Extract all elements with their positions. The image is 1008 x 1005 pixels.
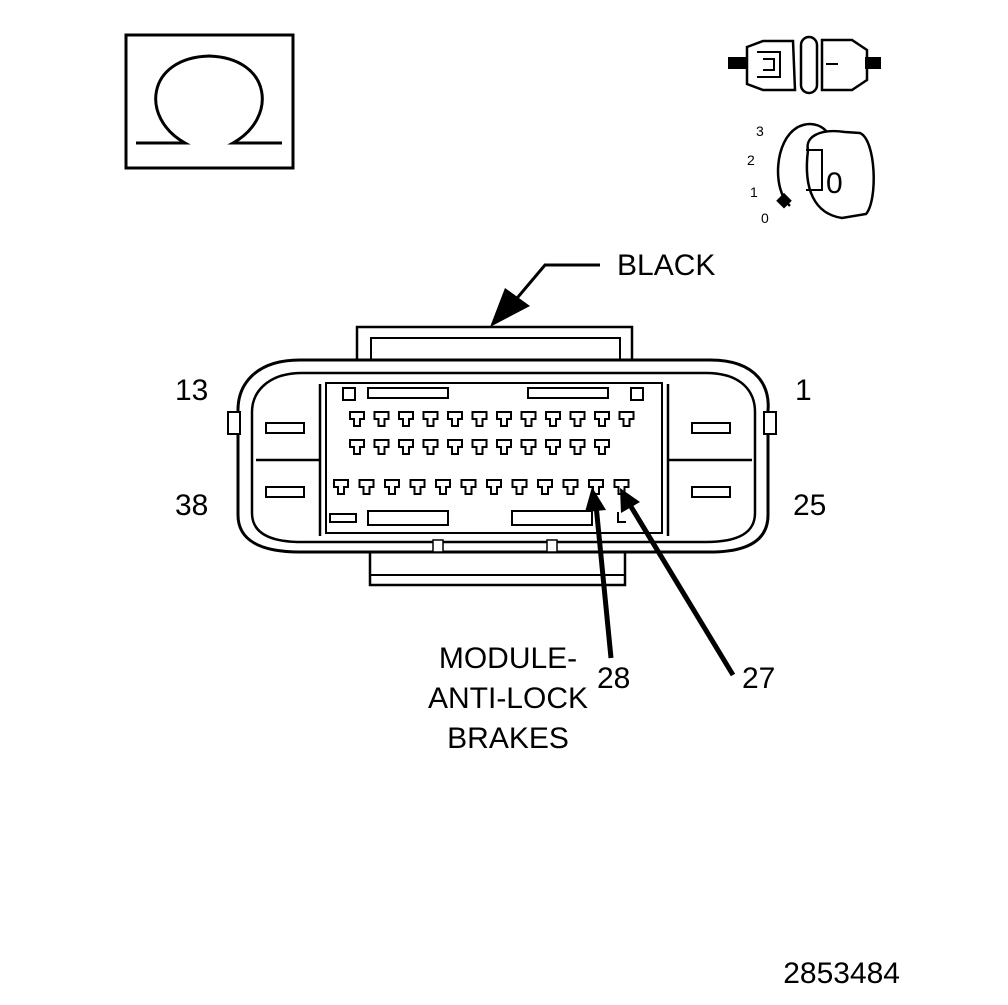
ignition-position-2: 2	[747, 152, 755, 168]
callout-arrow-27	[620, 488, 736, 677]
terminal-pin	[496, 439, 512, 455]
terminal-pin	[422, 411, 439, 427]
terminal-pin	[398, 411, 414, 427]
terminal-pin	[373, 411, 390, 427]
terminal-pin	[460, 479, 477, 495]
terminal-pin	[545, 439, 561, 455]
terminal-pin	[545, 411, 561, 427]
terminal-pin	[618, 411, 635, 427]
terminal-pin	[520, 411, 537, 427]
callout-pin-27: 27	[742, 662, 775, 695]
ignition-key-off-icon: 3 2 1 0 0	[747, 122, 875, 226]
connector-body	[227, 325, 777, 587]
terminal-pin	[511, 479, 528, 495]
terminal-pin	[486, 479, 502, 495]
pin-label-38: 38	[175, 489, 208, 522]
pin-label-1: 1	[795, 374, 812, 407]
terminal-pin	[447, 411, 463, 427]
component-name-line-2: ANTI-LOCK	[428, 682, 588, 715]
ohm-symbol-icon	[124, 33, 295, 170]
terminal-pin	[537, 479, 553, 495]
component-name-line-1: MODULE-	[439, 642, 577, 675]
terminal-pin	[409, 479, 426, 495]
terminal-pin	[520, 439, 537, 455]
color-leader-arrow	[490, 263, 600, 327]
terminal-pin	[471, 411, 488, 427]
terminal-pin	[496, 411, 512, 427]
pin-label-25: 25	[793, 489, 826, 522]
terminal-pin	[447, 439, 463, 455]
connector-color-label: BLACK	[617, 249, 715, 282]
component-name-line-3: BRAKES	[447, 722, 569, 755]
terminal-pin	[569, 439, 586, 455]
ignition-position-3: 3	[756, 123, 764, 139]
terminal-pin	[422, 439, 439, 455]
terminal-pin	[594, 439, 610, 455]
terminal-pin	[349, 439, 365, 455]
terminal-pin	[569, 411, 586, 427]
ignition-key-label: 0	[826, 167, 843, 200]
terminal-pin	[471, 439, 488, 455]
terminal-pin	[562, 479, 579, 495]
terminal-pin	[358, 479, 375, 495]
terminal-pin	[594, 411, 610, 427]
figure-number: 2853484	[783, 957, 900, 990]
terminal-pin	[588, 479, 604, 495]
pin-label-13: 13	[175, 374, 208, 407]
callout-pin-28: 28	[597, 662, 630, 695]
terminal-pin	[384, 479, 400, 495]
ignition-position-1: 1	[750, 184, 758, 200]
terminal-pin	[333, 479, 349, 495]
callout-arrow-28	[585, 487, 614, 659]
terminal-pin	[398, 439, 414, 455]
terminal-pins	[333, 411, 635, 495]
ignition-position-0: 0	[761, 210, 769, 226]
terminal-pin	[349, 411, 365, 427]
connector-disconnected-icon	[728, 35, 881, 95]
terminal-pin	[435, 479, 451, 495]
terminal-pin	[373, 439, 390, 455]
